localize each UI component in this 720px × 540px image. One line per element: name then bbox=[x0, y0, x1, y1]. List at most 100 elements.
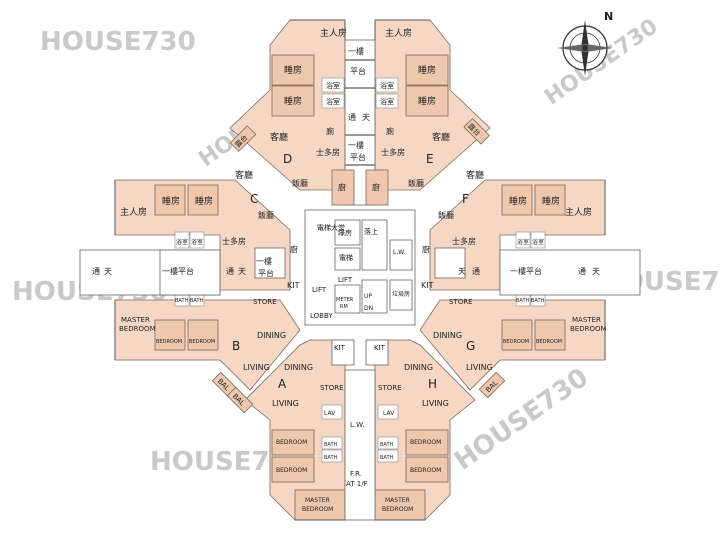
room-label: BATH bbox=[531, 298, 545, 304]
room-label: 睡房 bbox=[162, 195, 180, 207]
wing-bottom: KIT KIT DINING DINING A H LIVING LIVING … bbox=[226, 339, 476, 521]
room-label: 電梯 bbox=[339, 253, 353, 262]
unit-label-b: B bbox=[232, 339, 240, 353]
room-label: BATH bbox=[324, 455, 338, 461]
room-label: 一樓 bbox=[348, 46, 364, 56]
room-label: DN bbox=[364, 305, 373, 312]
room-label: BATH bbox=[175, 298, 189, 304]
room-label: LAV bbox=[324, 410, 336, 417]
room-label: 浴室 bbox=[326, 97, 340, 106]
room-label: AT 1/F bbox=[346, 480, 368, 488]
room-label: LIFT bbox=[312, 286, 327, 294]
room-label: 天 bbox=[458, 267, 466, 276]
room-label: 客廳 bbox=[270, 131, 288, 143]
room-label: 天 bbox=[104, 267, 112, 276]
room-label: 廁 bbox=[386, 126, 394, 136]
room-label: LIVING bbox=[272, 399, 299, 408]
room-label: 廚 bbox=[372, 182, 380, 192]
room-label: 落上 bbox=[364, 227, 378, 236]
wing-right: 主人房 睡房 睡房 浴室 浴室 天 通 一樓平台 通 天 士多房 廚 客廳 飯廳… bbox=[419, 169, 641, 399]
wing-left: 主人房 睡房 睡房 浴室 浴室 通 天 一樓平台 通 天 一樓 平台 士多房 廚… bbox=[79, 169, 301, 399]
room-label: BATH bbox=[380, 455, 394, 461]
room-label: 客廳 bbox=[466, 169, 484, 181]
room-label: 廚 bbox=[422, 244, 430, 254]
room-label: 客廳 bbox=[235, 169, 253, 181]
room-label: 天 bbox=[238, 267, 246, 276]
room-label: L.W. bbox=[350, 421, 364, 429]
room-label: BEDROOM bbox=[410, 467, 441, 474]
outline bbox=[114, 19, 606, 521]
room-label: BEDROOM bbox=[570, 325, 607, 333]
room-label: METER bbox=[336, 297, 354, 303]
room-label: 飯廳 bbox=[408, 178, 424, 188]
room-label: BEDROOM bbox=[302, 506, 333, 513]
room-label: 天 bbox=[592, 267, 600, 276]
room-label: 客廳 bbox=[432, 131, 450, 143]
room-label: 飯廳 bbox=[258, 210, 274, 220]
unit-label-d: D bbox=[283, 152, 292, 166]
room-label: 綠房 bbox=[338, 228, 352, 237]
room-label: DINING bbox=[404, 363, 433, 372]
unit-label-g: G bbox=[466, 339, 475, 353]
room-label: 平台 bbox=[258, 268, 274, 278]
room-label: KIT bbox=[287, 281, 300, 290]
room-label: 主人房 bbox=[565, 206, 592, 218]
room-label: 浴室 bbox=[380, 97, 394, 106]
room-label: 睡房 bbox=[418, 95, 436, 107]
room-label: BEDROOM bbox=[189, 339, 215, 345]
room-label: 廁 bbox=[326, 126, 334, 136]
room-label: BEDROOM bbox=[536, 339, 562, 345]
room-label: MASTER bbox=[572, 316, 601, 324]
room-label: MASTER bbox=[121, 316, 150, 324]
room-label: BATH bbox=[380, 442, 394, 448]
room-label: 主人房 bbox=[320, 27, 347, 39]
room-label: KIT bbox=[374, 344, 386, 352]
room-label: BATH bbox=[516, 298, 530, 304]
room-label: L.W. bbox=[393, 249, 405, 256]
room-label: 通 bbox=[472, 266, 480, 276]
room-label: 浴室 bbox=[176, 238, 188, 246]
room-label: 飯廳 bbox=[438, 210, 454, 220]
wing-top: 主人房 主人房 睡房 睡房 睡房 睡房 浴室 浴室 浴室 浴室 一樓 平台 通 … bbox=[229, 19, 491, 206]
room-label: F.R. bbox=[350, 470, 362, 478]
room-label: BEDROOM bbox=[156, 339, 182, 345]
room-label: BATH bbox=[190, 298, 204, 304]
room-label: 一樓平台 bbox=[162, 266, 194, 276]
room-label: 平台 bbox=[350, 66, 366, 76]
room-label: 睡房 bbox=[284, 95, 302, 107]
room-label: LOBBY bbox=[310, 312, 333, 320]
room-label: LIVING bbox=[422, 399, 449, 408]
room-label: 平台 bbox=[350, 152, 366, 162]
room-label: KIT bbox=[421, 281, 434, 290]
room-label: 浴室 bbox=[532, 238, 544, 246]
room-label: STORE bbox=[320, 384, 344, 392]
room-label: 睡房 bbox=[284, 64, 302, 76]
room-label: 浴室 bbox=[191, 238, 203, 246]
room-label: 浴室 bbox=[326, 81, 340, 90]
room-label: BEDROOM bbox=[382, 506, 413, 513]
room-label: DINING bbox=[284, 363, 313, 372]
room-label: RM bbox=[340, 304, 348, 310]
room-label: 通 bbox=[348, 112, 356, 122]
unit-label-f: F bbox=[462, 192, 469, 206]
room-label: 通 bbox=[578, 266, 586, 276]
room-label: LAV bbox=[383, 410, 395, 417]
room-label: MASTER bbox=[305, 497, 330, 504]
central-core: 電梯大堂 綠房 電梯 落上 L.W. LIFT LIFT METER RM UP… bbox=[304, 209, 416, 326]
room-label: 士多房 bbox=[381, 147, 405, 157]
room-label: 通 bbox=[92, 266, 100, 276]
room-label: 睡房 bbox=[542, 195, 560, 207]
room-label: DINING bbox=[433, 331, 462, 340]
room-label: 睡房 bbox=[195, 195, 213, 207]
room-label: 主人房 bbox=[120, 206, 147, 218]
room-label: 一樓平台 bbox=[510, 266, 542, 276]
room-label: 浴室 bbox=[380, 81, 394, 90]
unit-label-c: C bbox=[250, 192, 258, 206]
room-label: BATH bbox=[324, 442, 338, 448]
room-label: 一樓 bbox=[348, 140, 364, 150]
room-label: KIT bbox=[334, 344, 346, 352]
room-label: STORE bbox=[378, 384, 402, 392]
room-label: LIVING bbox=[243, 363, 270, 372]
